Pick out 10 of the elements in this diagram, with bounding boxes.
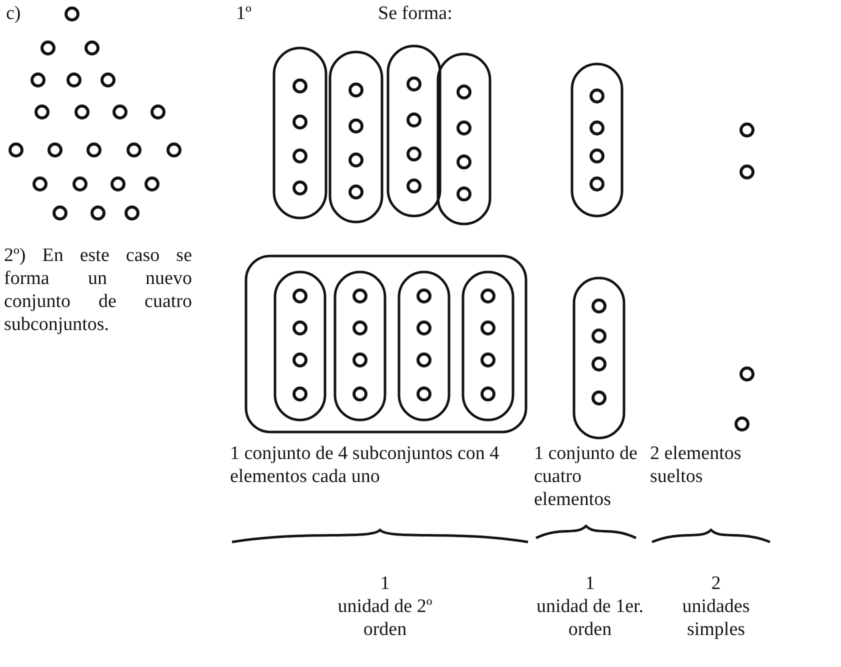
- heading: Se forma:: [378, 2, 454, 25]
- step-number: 1º: [236, 2, 252, 25]
- caption-text: 2 elementos sueltos: [650, 442, 742, 488]
- caption-text: 1 conjunto de cuatro elementos: [534, 442, 638, 511]
- unit-text: 1 unidad de 2º orden: [336, 572, 434, 641]
- unit-text: 2 unidades simples: [681, 572, 751, 641]
- explanation-text: 2º) En este caso se forma un nuevo conjunto de cuatro subconjuntos.: [4, 244, 192, 336]
- panel-label: c): [6, 2, 22, 25]
- caption-text: 1 conjunto de 4 subconjuntos con 4 elementos cada uno: [230, 442, 500, 488]
- unit-text: 1 unidad de 1er. orden: [535, 572, 645, 641]
